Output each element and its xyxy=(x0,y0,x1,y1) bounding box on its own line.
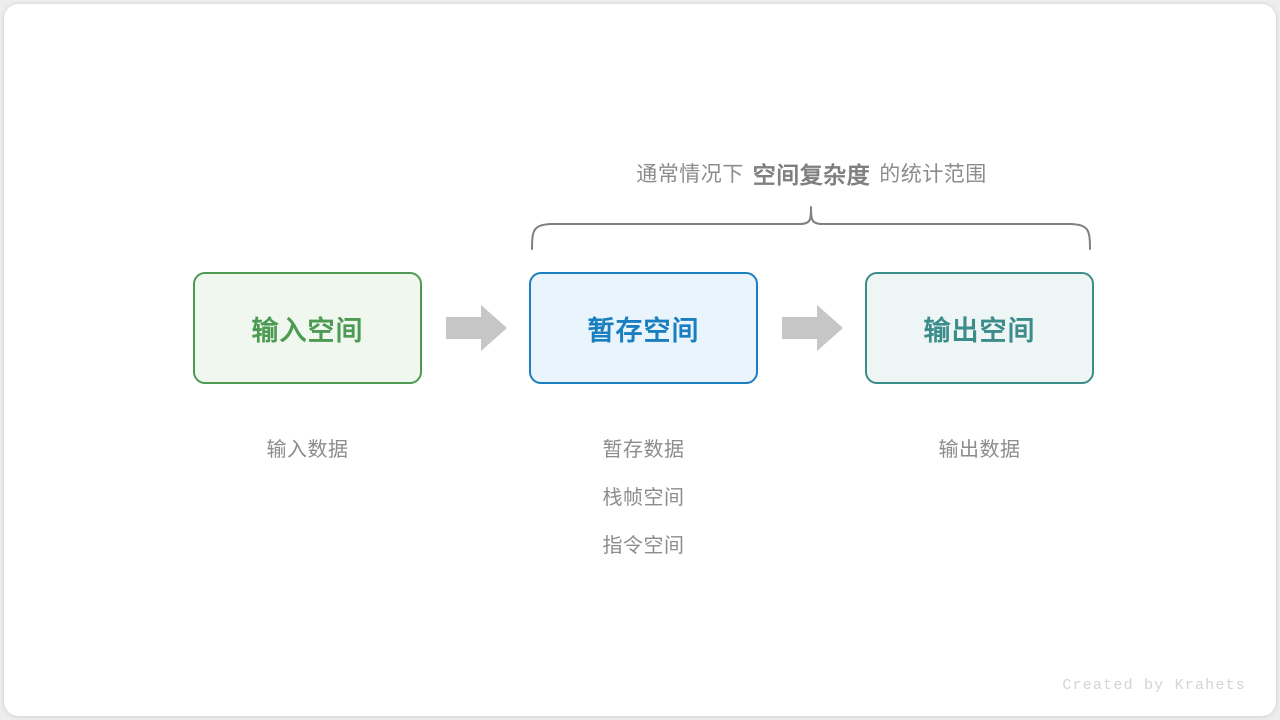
caption-line: 指令空间 xyxy=(602,535,685,557)
watermark: Created by Krahets xyxy=(1062,677,1246,694)
brace-caption-prefix: 通常情况下 xyxy=(636,163,744,186)
caption-line: 输出数据 xyxy=(938,439,1021,461)
box-temp-space-label: 暂存空间 xyxy=(587,315,700,346)
right-arrow-icon xyxy=(782,305,843,351)
box-input-space-label: 输入空间 xyxy=(251,315,364,346)
right-arrow-icon xyxy=(446,305,507,351)
brace-caption-emphasis: 空间复杂度 xyxy=(752,162,871,188)
caption-column-output: 输出数据 xyxy=(865,426,1094,474)
caption-line: 输入数据 xyxy=(266,439,349,461)
caption-column-input: 输入数据 xyxy=(193,426,422,474)
box-output-space[interactable]: 输出空间 xyxy=(865,272,1094,384)
box-input-space[interactable]: 输入空间 xyxy=(193,272,422,384)
box-output-space-label: 输出空间 xyxy=(923,315,1036,346)
caption-column-temp: 暂存数据 栈帧空间 指令空间 xyxy=(529,426,758,570)
caption-line: 栈帧空间 xyxy=(602,487,685,509)
brace-caption-suffix: 的统计范围 xyxy=(879,163,987,186)
brace-caption: 通常情况下 空间复杂度 的统计范围 xyxy=(531,152,1092,194)
diagram-card: 通常情况下 空间复杂度 的统计范围 输入空间 暂存空间 输出空间 输入数据 暂存… xyxy=(4,4,1276,716)
caption-line: 暂存数据 xyxy=(602,439,685,461)
box-temp-space[interactable]: 暂存空间 xyxy=(529,272,758,384)
curly-brace-icon xyxy=(531,206,1091,250)
